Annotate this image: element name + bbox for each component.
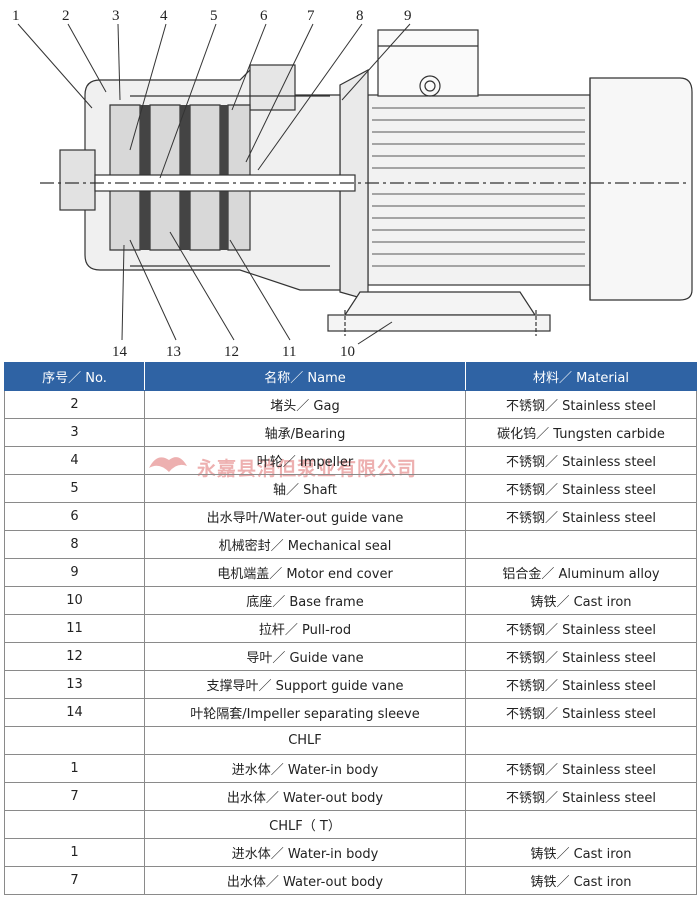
cell-no: 8: [4, 530, 145, 559]
cell-material: 碳化钨／ Tungsten carbide: [465, 418, 697, 447]
cell-no: 2: [4, 390, 145, 419]
cell-material: 不锈钢／ Stainless steel: [465, 754, 697, 783]
cell-name: 机械密封／ Mechanical seal: [144, 530, 466, 559]
header-no: 序号／ No.: [4, 362, 145, 391]
callouts-top: 1 2 3 4 5 6 7 8 9: [12, 8, 412, 24]
callout-12: 12: [224, 344, 239, 360]
cell-no: 9: [4, 558, 145, 587]
cell-material: 不锈钢／ Stainless steel: [465, 614, 697, 643]
cell-material: 不锈钢／ Stainless steel: [465, 782, 697, 811]
base-frame: [327, 291, 551, 336]
cell-material: 铝合金／ Aluminum alloy: [465, 558, 697, 587]
cell-name: 电机端盖／ Motor end cover: [144, 558, 466, 587]
cell-no: 13: [4, 670, 145, 699]
cell-no: 7: [4, 866, 145, 895]
cell-name: 底座／ Base frame: [144, 586, 466, 615]
cell-name: CHLF: [144, 726, 466, 755]
callout-6: 6: [260, 8, 268, 24]
cell-no: 3: [4, 418, 145, 447]
callout-3: 3: [112, 8, 120, 24]
cell-name: 进水体／ Water-in body: [144, 754, 466, 783]
cell-no: 5: [4, 474, 145, 503]
cell-material: 铸铁／ Cast iron: [465, 866, 697, 895]
cell-material: [465, 530, 697, 559]
table-row: CHLF: [4, 726, 697, 755]
callout-1: 1: [12, 8, 20, 24]
callout-2: 2: [62, 8, 70, 24]
cell-material: 不锈钢／ Stainless steel: [465, 670, 697, 699]
cell-name: 支撑导叶／ Support guide vane: [144, 670, 466, 699]
cell-no: [4, 810, 145, 839]
cell-name: 轴承/Bearing: [144, 418, 466, 447]
cell-name: 叶轮隔套/Impeller separating sleeve: [144, 698, 466, 727]
cell-material: [465, 810, 697, 839]
cell-name: 叶轮／ Impeller: [144, 446, 466, 475]
callout-11: 11: [282, 344, 296, 360]
cell-material: 铸铁／ Cast iron: [465, 838, 697, 867]
callout-7: 7: [307, 8, 315, 24]
cell-name: 出水导叶/Water-out guide vane: [144, 502, 466, 531]
cell-no: 10: [4, 586, 145, 615]
cell-no: 14: [4, 698, 145, 727]
header-name: 名称／ Name: [144, 362, 466, 391]
cell-material: 不锈钢／ Stainless steel: [465, 698, 697, 727]
cell-no: 1: [4, 838, 145, 867]
header-material: 材料／ Material: [465, 362, 697, 391]
motor: [339, 29, 693, 301]
cell-no: 7: [4, 782, 145, 811]
callout-5: 5: [210, 8, 218, 24]
cell-material: 铸铁／ Cast iron: [465, 586, 697, 615]
cell-material: 不锈钢／ Stainless steel: [465, 502, 697, 531]
callout-10: 10: [340, 344, 355, 360]
cell-name: 轴／ Shaft: [144, 474, 466, 503]
cell-name: 出水体／ Water-out body: [144, 866, 466, 895]
cell-material: 不锈钢／ Stainless steel: [465, 446, 697, 475]
cell-name: 拉杆／ Pull-rod: [144, 614, 466, 643]
cell-material: 不锈钢／ Stainless steel: [465, 474, 697, 503]
cell-name: 导叶／ Guide vane: [144, 642, 466, 671]
cell-no: [4, 726, 145, 755]
cell-name: 进水体／ Water-in body: [144, 838, 466, 867]
pump-sectional-drawing: 1 2 3 4 5 6 7 8 9 14 13 12 11 10: [0, 0, 700, 362]
table-header-row: 序号／ No. 名称／ Name 材料／ Material: [4, 362, 697, 391]
callout-4: 4: [160, 8, 168, 24]
cell-material: [465, 726, 697, 755]
callout-13: 13: [166, 344, 181, 360]
leader-lines-bottom: [121, 231, 393, 345]
callout-14: 14: [112, 344, 128, 360]
callout-9: 9: [404, 8, 412, 24]
cell-no: 12: [4, 642, 145, 671]
cell-name: CHLF（ T）: [144, 810, 466, 839]
callout-8: 8: [356, 8, 364, 24]
cell-no: 4: [4, 446, 145, 475]
pump-section: [40, 64, 690, 291]
cell-name: 出水体／ Water-out body: [144, 782, 466, 811]
callouts-bottom: 14 13 12 11 10: [112, 344, 355, 360]
cell-material: 不锈钢／ Stainless steel: [465, 642, 697, 671]
cell-name: 堵头／ Gag: [144, 390, 466, 419]
cell-material: 不锈钢／ Stainless steel: [465, 390, 697, 419]
cell-no: 6: [4, 502, 145, 531]
cell-no: 11: [4, 614, 145, 643]
table-row: CHLF（ T）: [4, 810, 697, 839]
cell-no: 1: [4, 754, 145, 783]
leader-lines-top: [17, 23, 411, 179]
